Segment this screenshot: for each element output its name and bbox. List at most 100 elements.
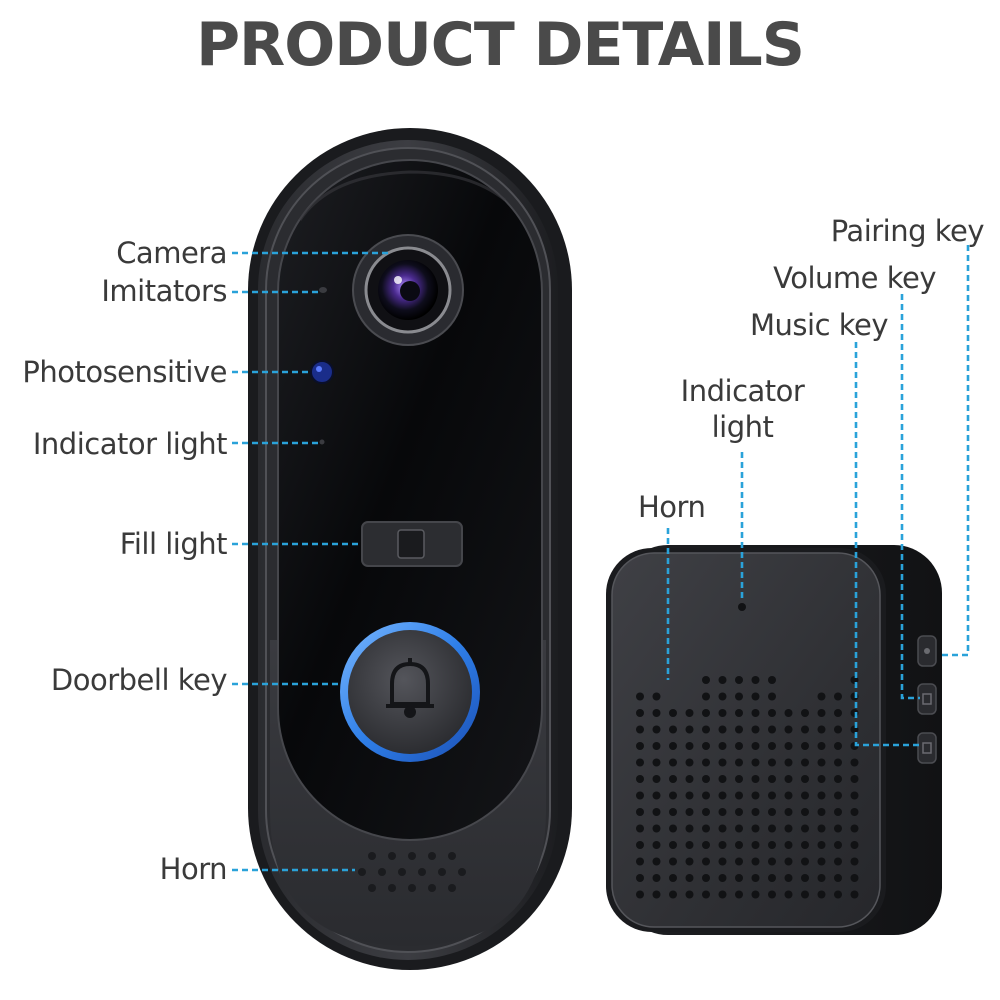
speaker-hole [735, 775, 743, 783]
page-title: PRODUCT DETAILS [196, 10, 805, 80]
speaker-hole [751, 709, 760, 717]
speaker-hole [784, 725, 793, 734]
speaker-hole [735, 692, 743, 701]
speaker-hole [702, 791, 710, 800]
speaker-hole [735, 709, 743, 717]
speaker-hole [850, 775, 859, 783]
speaker-hole [817, 824, 826, 833]
speaker-hole [834, 709, 842, 717]
label-chime-horn: Horn [638, 490, 706, 524]
speaker-hole [768, 709, 776, 717]
speaker-hole [834, 775, 842, 783]
speaker-hole [850, 857, 859, 866]
speaker-hole [458, 868, 466, 876]
label-music-key: Music key [750, 308, 889, 342]
speaker-hole [685, 874, 694, 882]
speaker-hole [850, 874, 859, 882]
speaker-hole [768, 890, 776, 899]
label-imitators: Imitators [101, 274, 227, 308]
speaker-hole [801, 890, 809, 899]
speaker-hole [735, 791, 743, 800]
speaker-hole [850, 791, 859, 800]
speaker-hole [652, 841, 661, 849]
speaker-hole [378, 868, 386, 876]
speaker-hole [850, 890, 859, 899]
speaker-hole [428, 884, 436, 892]
speaker-hole [669, 890, 677, 899]
speaker-hole [636, 808, 644, 816]
speaker-hole [368, 884, 376, 892]
speaker-hole [784, 841, 793, 849]
speaker-hole [702, 692, 710, 701]
speaker-hole [669, 841, 677, 849]
speaker-hole [784, 791, 793, 800]
speaker-hole [801, 725, 809, 734]
speaker-hole [685, 742, 694, 750]
speaker-hole [398, 868, 406, 876]
speaker-hole [702, 857, 710, 866]
speaker-hole [751, 692, 760, 701]
speaker-hole [768, 824, 776, 833]
leader-volume-key [900, 294, 920, 700]
leader-music-key [854, 342, 920, 747]
speaker-hole [784, 824, 793, 833]
speaker-hole [801, 775, 809, 783]
speaker-hole [801, 824, 809, 833]
speaker-hole [408, 884, 416, 892]
speaker-hole [702, 841, 710, 849]
speaker-hole [718, 808, 727, 816]
speaker-hole [652, 775, 661, 783]
speaker-hole [834, 725, 842, 734]
speaker-hole [685, 808, 694, 816]
speaker-hole [718, 742, 727, 750]
speaker-hole [448, 884, 456, 892]
speaker-hole [801, 709, 809, 717]
speaker-hole [408, 852, 416, 860]
speaker-hole [636, 742, 644, 750]
label-chime-indicator-line1: Indicator [680, 374, 805, 408]
speaker-hole [817, 709, 826, 717]
speaker-hole [801, 808, 809, 816]
speaker-hole [702, 808, 710, 816]
speaker-hole [834, 692, 842, 701]
speaker-hole [718, 692, 727, 701]
camera-pupil [400, 281, 420, 301]
speaker-hole [718, 775, 727, 783]
speaker-hole [685, 857, 694, 866]
speaker-hole [751, 890, 760, 899]
speaker-hole [784, 857, 793, 866]
speaker-hole [636, 791, 644, 800]
speaker-hole [669, 857, 677, 866]
speaker-hole [718, 841, 727, 849]
speaker-hole [768, 791, 776, 800]
speaker-hole [669, 709, 677, 717]
volume-key-button [917, 683, 937, 715]
speaker-hole [718, 857, 727, 866]
speaker-hole [834, 874, 842, 882]
speaker-hole [735, 676, 743, 684]
speaker-hole [768, 725, 776, 734]
chime-receiver [606, 545, 942, 935]
speaker-hole [817, 692, 826, 701]
label-chime-indicator-line2: light [711, 410, 774, 444]
speaker-hole [784, 874, 793, 882]
speaker-hole [685, 890, 694, 899]
speaker-hole [718, 676, 727, 684]
speaker-hole [751, 742, 760, 750]
speaker-hole [850, 808, 859, 816]
speaker-hole [685, 841, 694, 849]
speaker-hole [735, 808, 743, 816]
speaker-hole [850, 758, 859, 767]
video-doorbell [248, 128, 572, 970]
speaker-hole [817, 841, 826, 849]
speaker-hole [801, 874, 809, 882]
speaker-hole [636, 725, 644, 734]
panel-highlight [298, 170, 506, 221]
speaker-hole [669, 874, 677, 882]
speaker-hole [817, 808, 826, 816]
speaker-hole [652, 742, 661, 750]
speaker-hole [669, 775, 677, 783]
speaker-hole [685, 824, 694, 833]
microphone-hole [319, 287, 327, 293]
speaker-hole [751, 775, 760, 783]
